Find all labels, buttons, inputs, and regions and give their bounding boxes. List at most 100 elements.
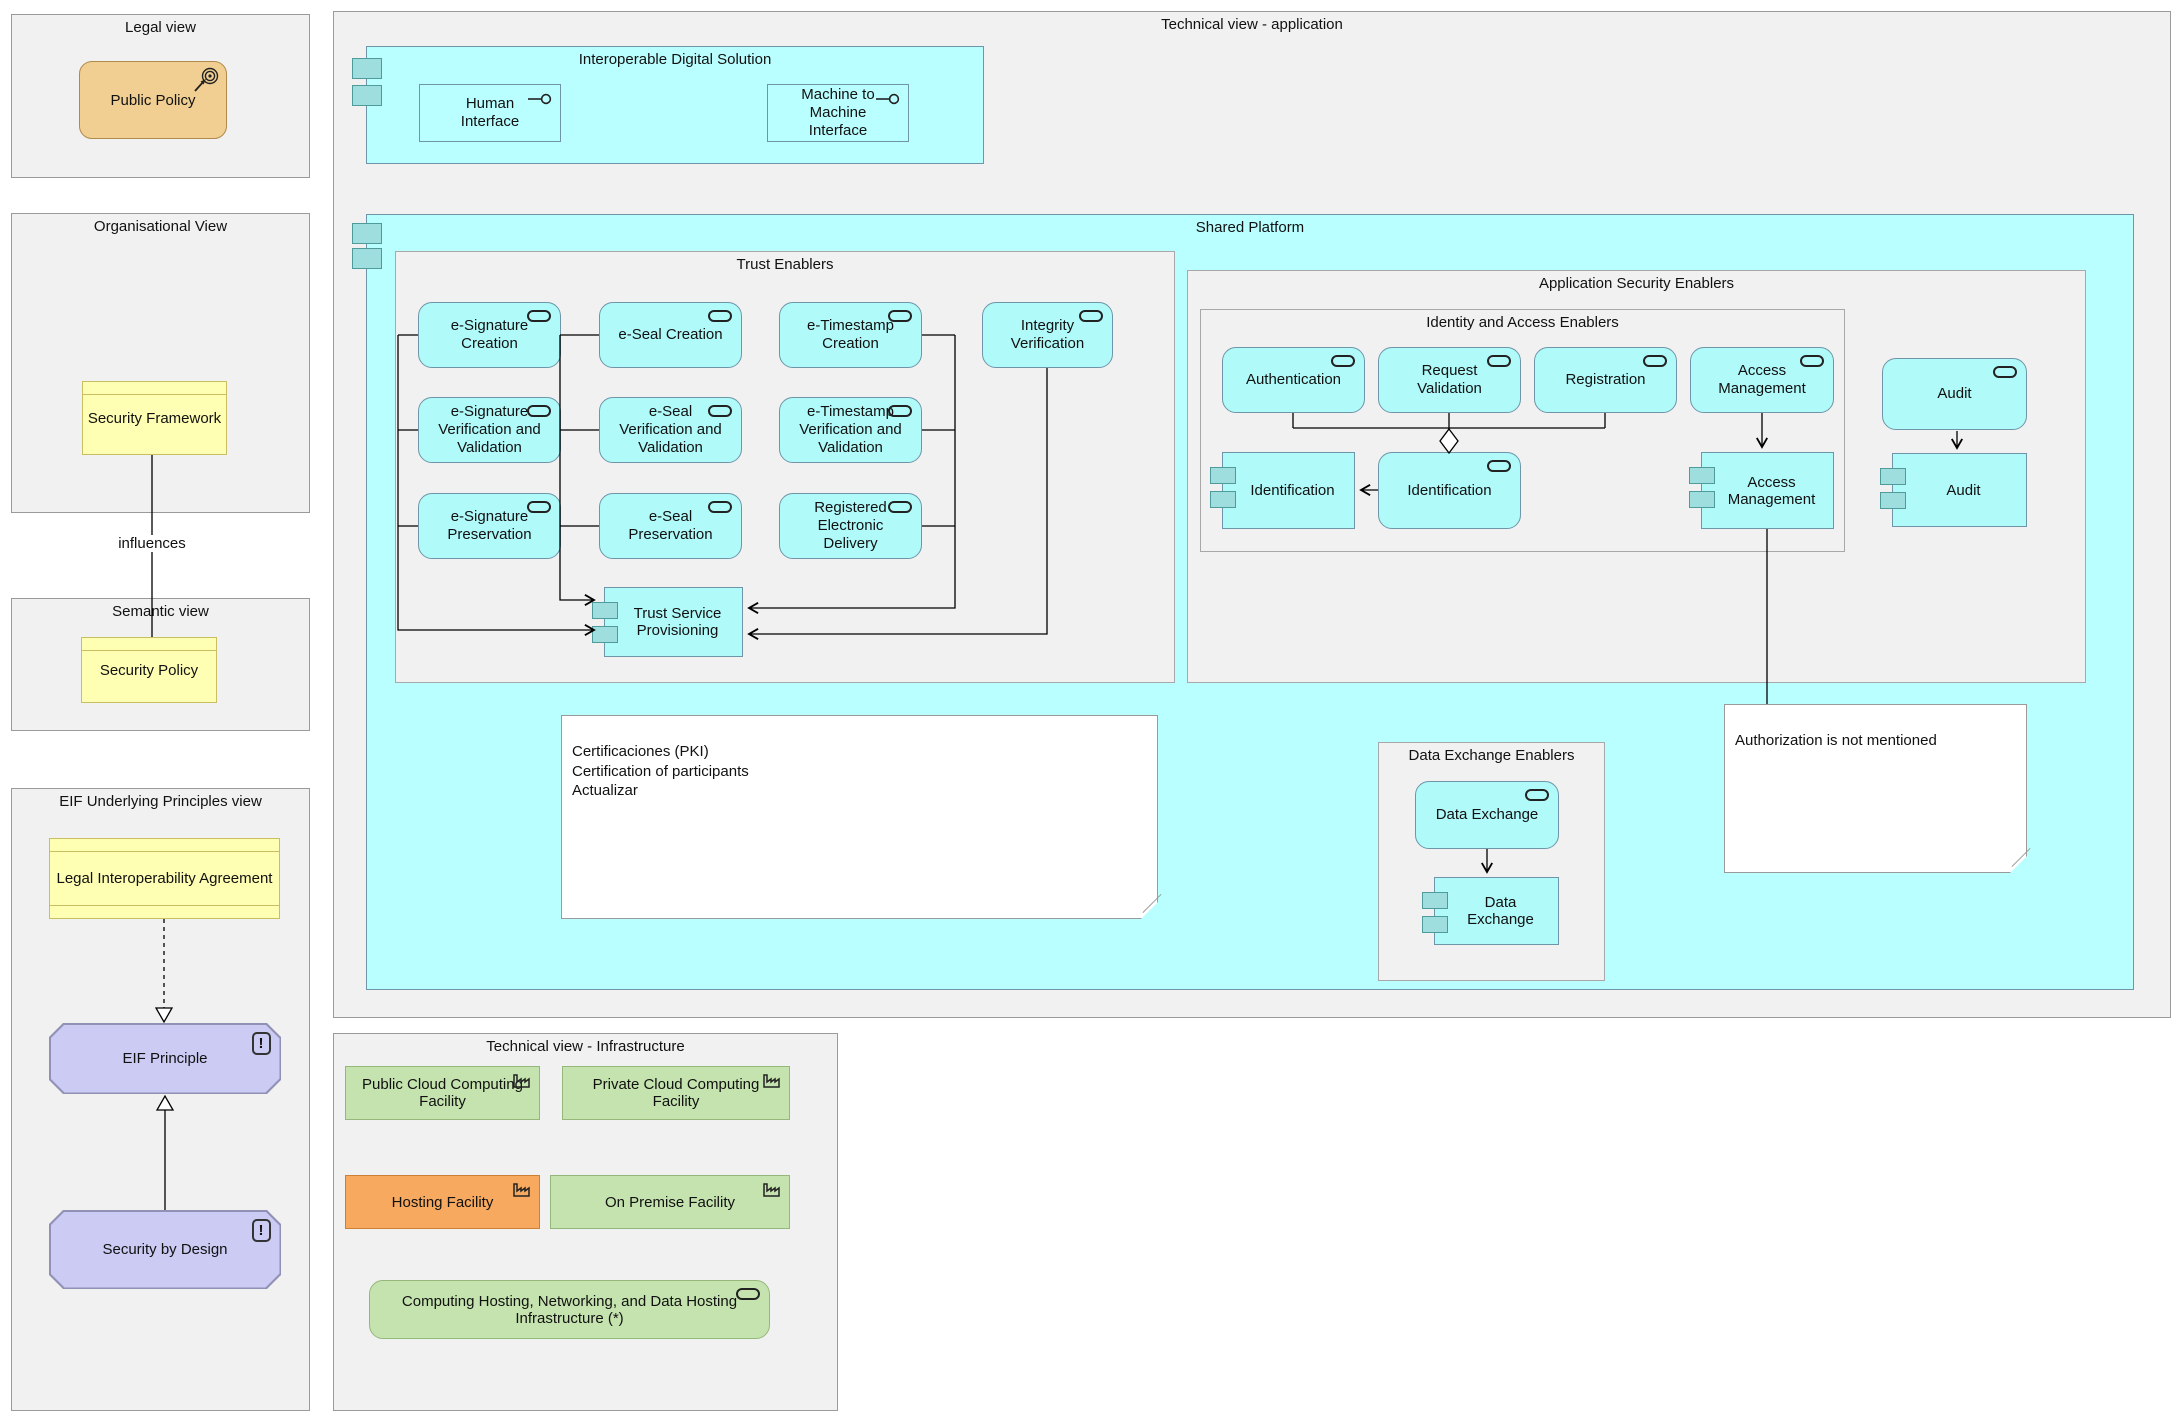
- security-by-design-label: Security by Design: [102, 1241, 228, 1258]
- node-etimestamp-verification-validation[interactable]: e-Timestamp Verification and Validation: [779, 397, 922, 463]
- data-exchange-enablers-group[interactable]: Data Exchange Enablers: [1378, 742, 1605, 981]
- node-registered-electronic-delivery[interactable]: Registered Electronic Delivery: [779, 493, 922, 559]
- esignature-preservation-label: e-Signature Preservation: [447, 508, 532, 543]
- access-management-component-label: Access Management: [1727, 473, 1816, 508]
- human-interface-label: Human Interface: [460, 95, 520, 130]
- application-service-icon: [708, 501, 732, 513]
- authentication-label: Authentication: [1245, 371, 1342, 388]
- identification-component-label: Identification: [1250, 482, 1335, 499]
- application-service-icon: [1993, 366, 2017, 378]
- component-icon: [1689, 491, 1715, 508]
- node-security-policy[interactable]: Security Policy: [81, 637, 217, 703]
- node-identification-component[interactable]: Identification: [1210, 452, 1355, 529]
- node-computing-hosting-infrastructure[interactable]: Computing Hosting, Networking, and Data …: [369, 1280, 770, 1339]
- component-icon: [1880, 468, 1906, 485]
- integrity-verification-label: Integrity Verification: [1010, 317, 1085, 352]
- node-esignature-preservation[interactable]: e-Signature Preservation: [418, 493, 561, 559]
- component-icon: [352, 248, 382, 269]
- node-trust-service-provisioning[interactable]: Trust Service Provisioning: [592, 587, 743, 657]
- application-security-enablers-title: Application Security Enablers: [1538, 275, 1735, 292]
- node-esignature-verification-validation[interactable]: e-Signature Verification and Validation: [418, 397, 561, 463]
- node-access-management-component[interactable]: Access Management: [1689, 452, 1834, 529]
- application-service-icon: [527, 501, 551, 513]
- component-icon: [1210, 467, 1236, 484]
- application-service-icon: [1487, 460, 1511, 472]
- node-security-by-design[interactable]: ! Security by Design: [49, 1210, 281, 1289]
- trust-service-provisioning-label: Trust Service Provisioning: [633, 605, 722, 639]
- component-icon: [1880, 492, 1906, 509]
- node-data-exchange-component[interactable]: Data Exchange: [1422, 877, 1559, 945]
- eseal-vv-label: e-Seal Verification and Validation: [619, 403, 722, 456]
- component-icon: [352, 223, 382, 244]
- node-registration[interactable]: Registration: [1534, 347, 1677, 413]
- node-on-premise-facility[interactable]: On Premise Facility: [550, 1175, 790, 1229]
- facility-icon: [763, 1074, 780, 1088]
- data-exchange-component-label: Data Exchange: [1467, 894, 1534, 928]
- application-service-icon: [888, 405, 912, 417]
- node-legal-interoperability-agreement[interactable]: Legal Interoperability Agreement: [49, 838, 280, 919]
- node-request-validation[interactable]: Request Validation: [1378, 347, 1521, 413]
- organisational-view-group[interactable]: Organisational View: [11, 213, 310, 513]
- node-eif-principle[interactable]: ! EIF Principle: [49, 1023, 281, 1094]
- note-certificaciones[interactable]: Certificaciones (PKI) Certification of p…: [561, 715, 1158, 919]
- audit-service-label: Audit: [1937, 385, 1972, 402]
- node-private-cloud-facility[interactable]: Private Cloud Computing Facility: [562, 1066, 790, 1120]
- node-audit-component[interactable]: Audit: [1880, 453, 2027, 527]
- node-audit-service[interactable]: Audit: [1882, 358, 2027, 430]
- component-icon: [1422, 892, 1448, 909]
- technology-service-icon: [736, 1288, 760, 1300]
- legal-interoperability-agreement-label: Legal Interoperability Agreement: [56, 870, 273, 887]
- interface-icon: [876, 93, 900, 105]
- application-service-icon: [527, 310, 551, 322]
- outcome-icon: [194, 67, 219, 92]
- semantic-view-title: Semantic view: [112, 603, 209, 620]
- component-icon: [1210, 491, 1236, 508]
- data-exchange-enablers-title: Data Exchange Enablers: [1408, 747, 1575, 764]
- component-icon: [1689, 467, 1715, 484]
- principle-icon: !: [252, 1032, 271, 1055]
- facility-icon: [763, 1183, 780, 1197]
- application-service-icon: [888, 310, 912, 322]
- node-public-cloud-facility[interactable]: Public Cloud Computing Facility: [345, 1066, 540, 1120]
- application-service-icon: [888, 501, 912, 513]
- node-security-framework[interactable]: Security Framework: [82, 381, 227, 455]
- node-data-exchange-service[interactable]: Data Exchange: [1415, 781, 1559, 849]
- node-eseal-preservation[interactable]: e-Seal Preservation: [599, 493, 742, 559]
- note-authorization[interactable]: Authorization is not mentioned: [1724, 704, 2027, 873]
- application-service-icon: [1487, 355, 1511, 367]
- access-management-service-label: Access Management: [1718, 362, 1806, 397]
- node-integrity-verification[interactable]: Integrity Verification: [982, 302, 1113, 368]
- node-human-interface[interactable]: Human Interface: [419, 84, 561, 142]
- node-access-management-service[interactable]: Access Management: [1690, 347, 1834, 413]
- eif-principles-view-title: EIF Underlying Principles view: [59, 793, 262, 810]
- influences-label: influences: [102, 535, 202, 552]
- private-cloud-facility-label: Private Cloud Computing Facility: [592, 1076, 760, 1110]
- node-eseal-verification-validation[interactable]: e-Seal Verification and Validation: [599, 397, 742, 463]
- note-authorization-text: Authorization is not mentioned: [1735, 731, 1937, 749]
- component-icon: [592, 626, 618, 643]
- principle-icon: !: [252, 1219, 271, 1242]
- on-premise-facility-label: On Premise Facility: [604, 1193, 736, 1211]
- audit-component-label: Audit: [1946, 481, 1981, 499]
- application-service-icon: [1643, 355, 1667, 367]
- node-identification-service[interactable]: Identification: [1378, 452, 1521, 529]
- etimestamp-creation-label: e-Timestamp Creation: [807, 317, 894, 352]
- node-eseal-creation[interactable]: e-Seal Creation: [599, 302, 742, 368]
- node-authentication[interactable]: Authentication: [1222, 347, 1365, 413]
- component-icon: [352, 85, 382, 106]
- node-machine-to-machine-interface[interactable]: Machine to Machine Interface: [767, 84, 909, 142]
- identification-service-label: Identification: [1407, 481, 1492, 499]
- identity-access-enablers-title: Identity and Access Enablers: [1426, 314, 1619, 331]
- esignature-creation-label: e-Signature Creation: [450, 317, 529, 352]
- component-icon: [592, 602, 618, 619]
- component-icon: [352, 58, 382, 79]
- application-service-icon: [1331, 355, 1355, 367]
- node-hosting-facility[interactable]: Hosting Facility: [345, 1175, 540, 1229]
- technical-view-infrastructure-title: Technical view - Infrastructure: [486, 1038, 685, 1055]
- node-etimestamp-creation[interactable]: e-Timestamp Creation: [779, 302, 922, 368]
- node-esignature-creation[interactable]: e-Signature Creation: [418, 302, 561, 368]
- hosting-facility-label: Hosting Facility: [391, 1193, 494, 1211]
- node-public-policy[interactable]: Public Policy: [79, 61, 227, 139]
- technical-view-application-title: Technical view - application: [1161, 16, 1343, 33]
- legal-view-title: Legal view: [125, 19, 196, 36]
